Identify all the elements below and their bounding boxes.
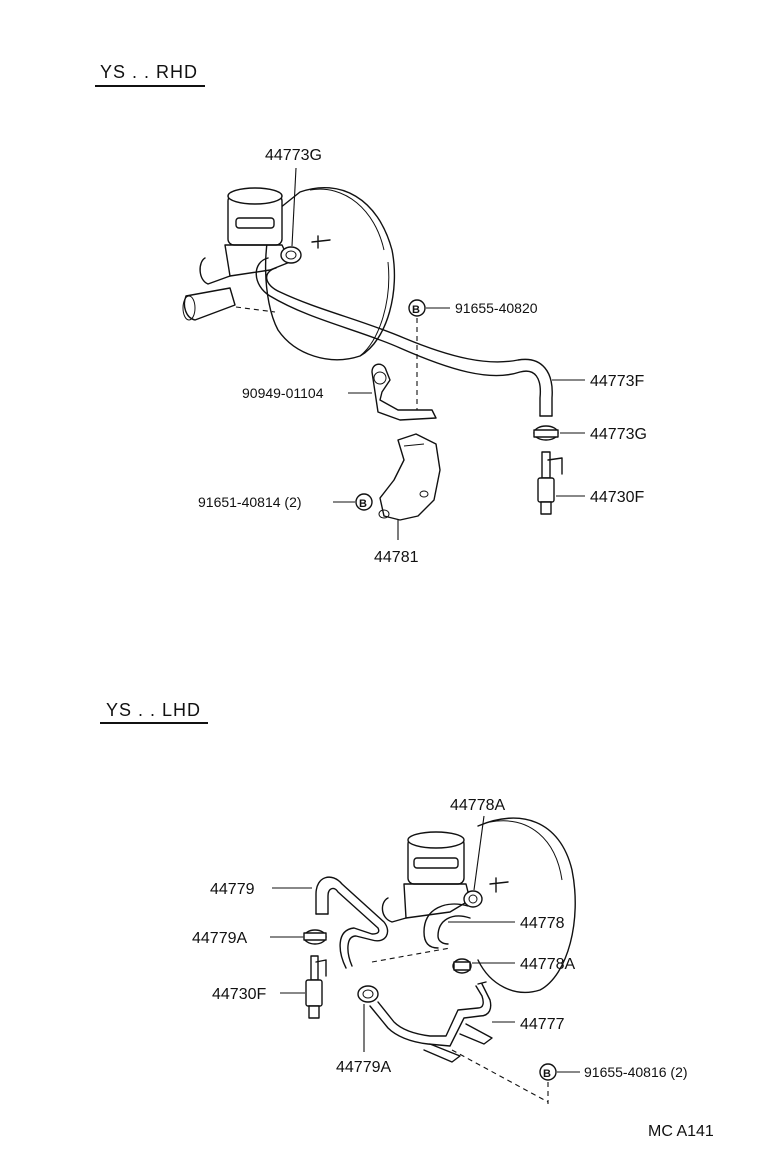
lhd-bolt-icon: B xyxy=(543,1068,551,1080)
rhd-bolt-icon: B xyxy=(412,304,420,316)
rhd-bracket-clip: 90949-01104 xyxy=(242,363,437,421)
lhd-top-clamp: 44778A xyxy=(450,797,505,908)
rhd-check-valve-label: 44730F xyxy=(590,489,644,506)
lhd-bolt-label: 91655-40816 (2) xyxy=(584,1064,688,1080)
rhd-brake-booster xyxy=(182,187,396,361)
rhd-bolt: B 91655-40820 xyxy=(408,299,538,410)
rhd-check-valve: 44730F xyxy=(537,451,644,515)
lhd-title-text: YS . . LHD xyxy=(106,700,201,720)
lhd-bolt: B 91655-40816 (2) xyxy=(539,1063,688,1104)
lhd-clamp-left: 44779A xyxy=(192,929,327,947)
lhd-clamp-left-label: 44779A xyxy=(192,930,247,947)
rhd-title-text: YS . . RHD xyxy=(100,62,198,82)
lhd-clamp-lower: 44779A xyxy=(336,985,391,1076)
lhd-hose-left: 44779 xyxy=(210,876,389,969)
lhd-check-valve-label: 44730F xyxy=(212,986,266,1003)
rhd-top-clamp-label: 44773G xyxy=(265,147,322,164)
lhd-brake-booster xyxy=(381,817,576,994)
lhd-top-clamp-label: 44778A xyxy=(450,797,505,814)
lhd-clamp-lower-label: 44779A xyxy=(336,1059,391,1076)
lhd-dash-upper xyxy=(371,947,451,963)
rhd-bracket-bolts: B 91651-40814 (2) xyxy=(198,493,373,511)
lhd-clamp-right: 44778A xyxy=(452,956,575,974)
lhd-dash-lower xyxy=(451,1049,549,1103)
rhd-bracket-clip-label: 90949-01104 xyxy=(242,385,324,401)
lhd-hose-right-label: 44778 xyxy=(520,915,565,932)
lhd-hose-right: 44778 xyxy=(423,903,565,949)
rhd-bolt-label: 91655-40820 xyxy=(455,300,538,316)
diagram-code: MC A141 xyxy=(648,1123,714,1140)
lhd-vacuum-pipe: 44777 xyxy=(369,981,565,1063)
lhd-check-valve: 44730F xyxy=(212,955,327,1019)
lhd-section-title: YS . . LHD xyxy=(100,700,208,724)
rhd-bracket: 44781 xyxy=(374,433,441,566)
rhd-vacuum-hose xyxy=(255,257,553,417)
lhd-pipe-label: 44777 xyxy=(520,1016,565,1033)
rhd-bracket-bolts-label: 91651-40814 (2) xyxy=(198,494,302,510)
lhd-hose-left-label: 44779 xyxy=(210,881,255,898)
rhd-pipe-dash xyxy=(235,306,276,313)
rhd-lower-clamp: 44773G xyxy=(533,425,647,443)
rhd-hose-callout: 44773F xyxy=(552,373,644,390)
rhd-top-clamp: 44773G xyxy=(265,147,322,264)
rhd-lower-clamp-label: 44773G xyxy=(590,426,647,443)
lhd-clamp-right-label: 44778A xyxy=(520,956,575,973)
rhd-bracket-label: 44781 xyxy=(374,549,419,566)
rhd-section-title: YS . . RHD xyxy=(95,62,205,87)
rhd-hose-label: 44773F xyxy=(590,373,644,390)
rhd-bracket-bolt-icon: B xyxy=(359,498,367,510)
